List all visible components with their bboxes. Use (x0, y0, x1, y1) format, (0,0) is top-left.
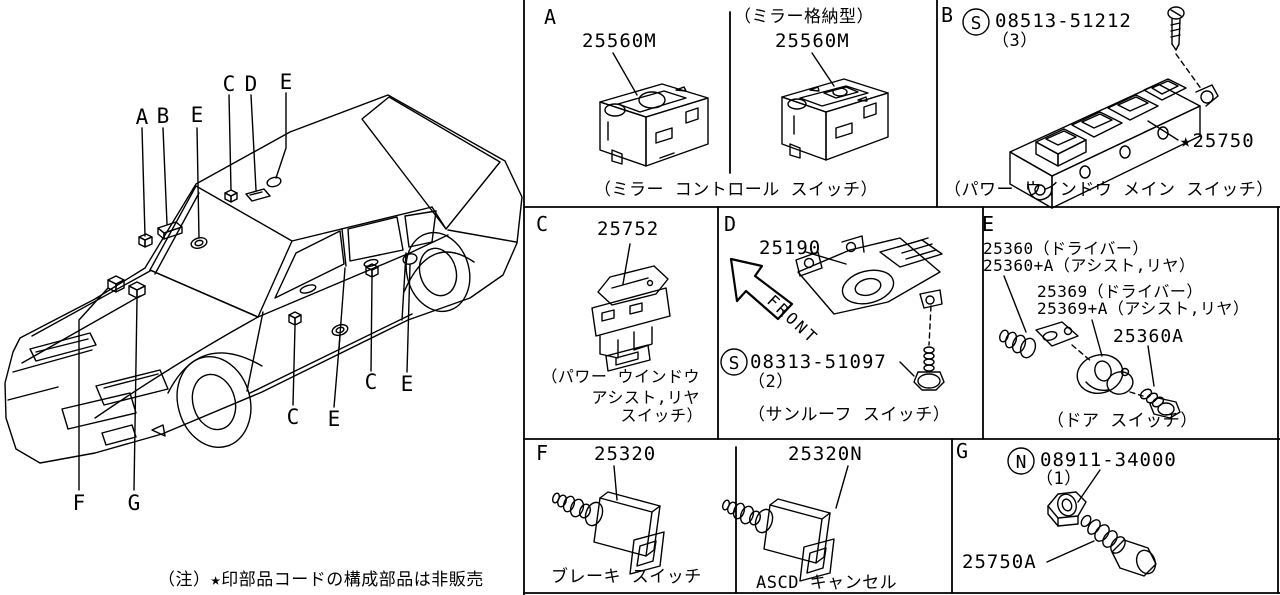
callout-c3: C (365, 370, 378, 394)
part-number-08911-34000: 08911-34000 (1040, 449, 1177, 471)
non-sale-footnote: （注）★印部品コードの構成部品は非販売 (158, 570, 484, 590)
panel-a-variant-note: （ミラー格納型） (734, 7, 874, 27)
part-number-25360a: 25360A (1113, 326, 1185, 347)
part-number-25320n: 25320N (788, 443, 863, 465)
part-number-08513-51212: 08513-51212 (995, 10, 1132, 32)
part-number-25369: 25369（ドライバー） (1037, 282, 1203, 301)
panel-g-qty: （1） (1036, 469, 1082, 489)
circle-n-icon-g: N (1016, 452, 1027, 473)
panel-c-caption-line3: スイッチ） (620, 406, 703, 425)
panel-a-drawing (600, 53, 888, 166)
callout-b: B (157, 104, 170, 128)
callout-e4: E (401, 372, 414, 396)
panel-f-drawing (551, 466, 664, 574)
panel-d-caption: （サンルーフ スイッチ） (748, 405, 951, 425)
front-direction-label: FRONT (763, 291, 822, 348)
part-number-08313-51097: 08313-51097 (750, 351, 887, 373)
callout-d: D (245, 72, 258, 96)
panel-e-drawing (998, 276, 1180, 418)
part-number-25190: 25190 (759, 237, 822, 259)
panel-b-label: B (941, 3, 954, 27)
panel-d-qty: （2） (748, 372, 794, 392)
panel-f-caption: ブレーキ スイッチ (551, 567, 702, 587)
panel-d-label: D (724, 212, 737, 236)
panel-g-drawing (1008, 448, 1159, 576)
part-number-25560m-left: 25560M (582, 30, 657, 52)
circle-s-icon-b: S (971, 13, 982, 34)
circle-s-icon-d: S (729, 353, 740, 374)
callout-c1: C (223, 72, 236, 96)
panel-a-label: A (544, 5, 557, 29)
panel-e-caption: （ドア スイッチ） (1047, 411, 1198, 431)
part-number-25750: ★25750 (1180, 130, 1255, 152)
part-number-25360a-assist: 25360+A（アシスト,リヤ） (983, 256, 1196, 275)
panel-c-caption-line2: アシスト,リヤ (591, 388, 700, 407)
panel-b-qty: （3） (992, 31, 1038, 51)
front-wheel (167, 348, 262, 456)
car-leader-lines (79, 93, 410, 490)
callout-e2: E (280, 70, 293, 94)
panel-grid-borders (524, 0, 1280, 595)
panel-ascd-caption: ASCD キャンセル (756, 573, 898, 593)
panel-d-drawing (721, 236, 944, 390)
part-number-25369a-assist: 25369+A（アシスト,リヤ） (1037, 299, 1250, 318)
callout-g: G (128, 491, 141, 515)
car-drawing: A B E C D E C E C E F G (5, 70, 522, 515)
panel-c-drawing (592, 244, 670, 371)
callout-a: A (136, 105, 149, 129)
panel-b-caption: （パワー ウインドウ メイン スイッチ） (944, 180, 1274, 200)
callout-e3: E (328, 407, 341, 431)
panel-a-caption: （ミラー コントロール スイッチ） (594, 180, 878, 200)
panel-e-label: E (982, 212, 995, 236)
part-number-25320: 25320 (594, 443, 657, 465)
panel-c-caption-line1: （パワー ウインドウ (541, 367, 700, 386)
callout-e1: E (191, 103, 204, 127)
part-number-25752: 25752 (597, 218, 660, 240)
part-number-25750a: 25750A (962, 551, 1037, 573)
part-number-25360: 25360（ドライバー） (983, 239, 1149, 258)
underhood-switch-icons (108, 276, 145, 298)
callout-f: F (73, 491, 86, 515)
callout-c2: C (287, 405, 300, 429)
car-callout-letters: A B E C D E C E C E F G (73, 70, 414, 515)
switch-location-icons (139, 176, 418, 337)
panel-g-label: G (956, 439, 969, 463)
panel-c-label: C (536, 212, 549, 236)
part-number-25560m-right: 25560M (775, 30, 850, 52)
panel-ascd-drawing (721, 466, 848, 581)
panel-b-drawing (963, 7, 1218, 208)
panel-f-label: F (536, 441, 549, 465)
